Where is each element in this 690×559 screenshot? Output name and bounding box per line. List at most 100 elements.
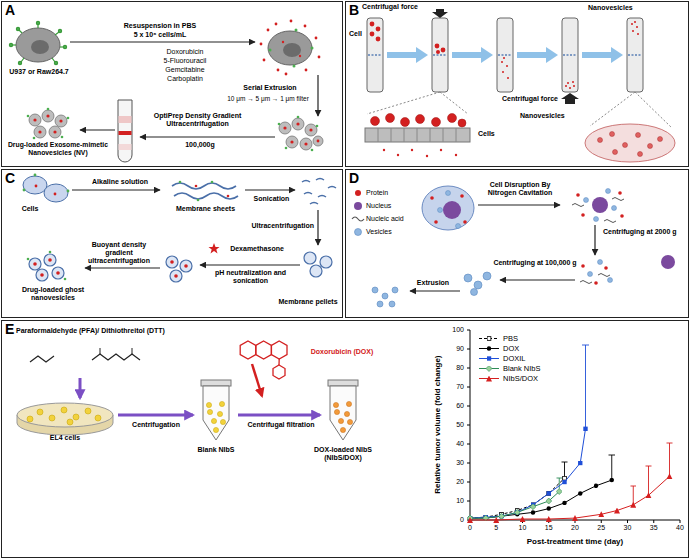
panel-c-art-part	[209, 243, 220, 254]
panel-b-art-part-part	[386, 114, 395, 123]
panel-d-art-part-part	[382, 293, 388, 299]
panel-d-art-part	[422, 186, 474, 230]
text-label: Post-treatment time (day)	[500, 537, 650, 546]
panel-a-art-part	[279, 118, 323, 150]
panel-e-art-part-part	[344, 411, 349, 416]
text-label: Centrifugal force	[490, 95, 558, 103]
text-label: Centrifuging at 2000 g	[603, 228, 683, 236]
panel-a-art-part-part	[286, 136, 298, 148]
text-label: Membrane sheets	[168, 205, 243, 213]
text-label: Alkaline solution	[80, 178, 160, 186]
panel-b-art-part	[387, 47, 623, 63]
text-label: 40	[670, 524, 690, 532]
panel-a-art-part-part	[282, 41, 284, 43]
panel-a-art-part-part	[36, 21, 39, 24]
panel-a-art-part-part	[293, 65, 296, 68]
axis-title: Relative tumor volume (fold change)	[433, 325, 442, 525]
panel-c-art-part-part	[174, 274, 178, 278]
panel-d-art-part-part	[460, 194, 464, 198]
panel-letter: A	[5, 3, 15, 18]
panel-box: B	[345, 1, 689, 167]
panel-c-art-part-part	[166, 256, 178, 268]
text-label: 90	[442, 345, 464, 353]
text-label: OptiPrep Density Gradient Ultracentrifug…	[145, 112, 250, 128]
text-label: Extrusion	[408, 279, 458, 287]
panel-e-art-part-part	[333, 402, 338, 407]
panel-c-art-part-part	[304, 193, 312, 195]
panel-c-art-part	[195, 185, 230, 198]
panel-b-art-part	[383, 149, 457, 157]
legend-line	[479, 338, 499, 339]
panel-c-art-part-part	[56, 271, 60, 275]
panel-b-art-part-part	[368, 54, 382, 56]
panel-e-art-part-part	[206, 402, 211, 407]
panel-c-art	[23, 174, 336, 282]
text-label: 5	[486, 524, 506, 532]
text-label: Centrifugal filtration	[238, 421, 324, 429]
panel-c-art-part-part	[23, 189, 26, 192]
panel-d-art-part	[352, 217, 364, 221]
panel-b-art-part-part	[401, 118, 410, 127]
text-label: Gemcitabine	[145, 66, 225, 74]
panel-b-art-part	[598, 132, 663, 157]
panel-d-art-part	[464, 272, 491, 296]
panel-a-art-part	[140, 136, 275, 137]
panel-a-art-part	[283, 43, 301, 57]
panel-d-art-part-part	[434, 220, 438, 224]
tumor-volume-chart-part-part	[582, 345, 589, 429]
tumor-volume-chart-part	[470, 429, 586, 518]
panel-b-art-part-part	[628, 54, 642, 56]
panel-d-art-part-part	[594, 281, 598, 285]
panel-e-art-part-part	[73, 414, 79, 420]
panel-a-art-part	[119, 144, 132, 150]
text-label: 30	[442, 459, 464, 467]
panel-c-art-part-part	[170, 260, 174, 264]
panel-b-art-part-part	[456, 128, 457, 142]
panel-c-art-part-part	[174, 193, 238, 199]
panel-c-art-part-part	[197, 199, 200, 202]
panel-e-art-part-part	[220, 419, 225, 424]
legend-sample	[478, 354, 500, 363]
panel-a-art-part-part	[34, 126, 46, 138]
panel-a-art	[9, 20, 323, 162]
text-label: 10	[513, 524, 533, 532]
panel-a-art-part-part	[55, 115, 67, 127]
panel-a-art-part-part	[267, 29, 270, 32]
text-label: Ultracentrifugation	[228, 222, 314, 230]
panel-a-art-part	[29, 110, 67, 138]
panel-c-art-part	[27, 251, 67, 281]
panel-letter: B	[349, 3, 359, 18]
panel-e-art-part-part	[340, 427, 345, 432]
panel-a-art-part	[70, 41, 255, 42]
panel-b-art-part-part	[458, 119, 466, 127]
text-label: Cell	[349, 30, 369, 38]
panel-d-art-part-part	[389, 301, 395, 307]
panel-e-art-part	[132, 348, 133, 354]
panel-c-art-part-part	[36, 269, 48, 281]
text-label: Doxorubicin	[145, 48, 225, 56]
text-label: Serial Extrusion	[226, 84, 314, 92]
text-label: 25	[591, 524, 611, 532]
panel-e-art-part-part	[256, 341, 272, 359]
panel-e-art-part-part	[240, 341, 256, 359]
text-label: 0	[442, 516, 464, 524]
panel-a-art-part-part	[263, 59, 266, 62]
text-label: 5 x 10⁶ cells/mL	[110, 31, 210, 39]
panel-e-art-part-part	[37, 409, 43, 415]
text-label: 40	[442, 440, 464, 448]
text-label: Membrane pellets	[276, 298, 340, 306]
panel-d-art-part-part	[483, 272, 491, 280]
tumor-volume-chart-part-part	[609, 455, 616, 480]
legend-label: DOXIL	[503, 354, 526, 363]
panel-b-art-part-part	[371, 117, 380, 126]
panel-c-art-part-part	[302, 181, 310, 183]
text-label: Centrifugation	[116, 421, 196, 429]
panel-e-art-part	[79, 378, 82, 398]
panel-a-art-part-part	[58, 29, 61, 32]
panel-c-art-part-part	[184, 264, 188, 268]
panel-a-art-part	[118, 100, 132, 162]
panel-d-art-part	[410, 290, 460, 291]
panel-a-art-part	[80, 129, 115, 130]
panel-b-art-part-part	[636, 26, 638, 28]
